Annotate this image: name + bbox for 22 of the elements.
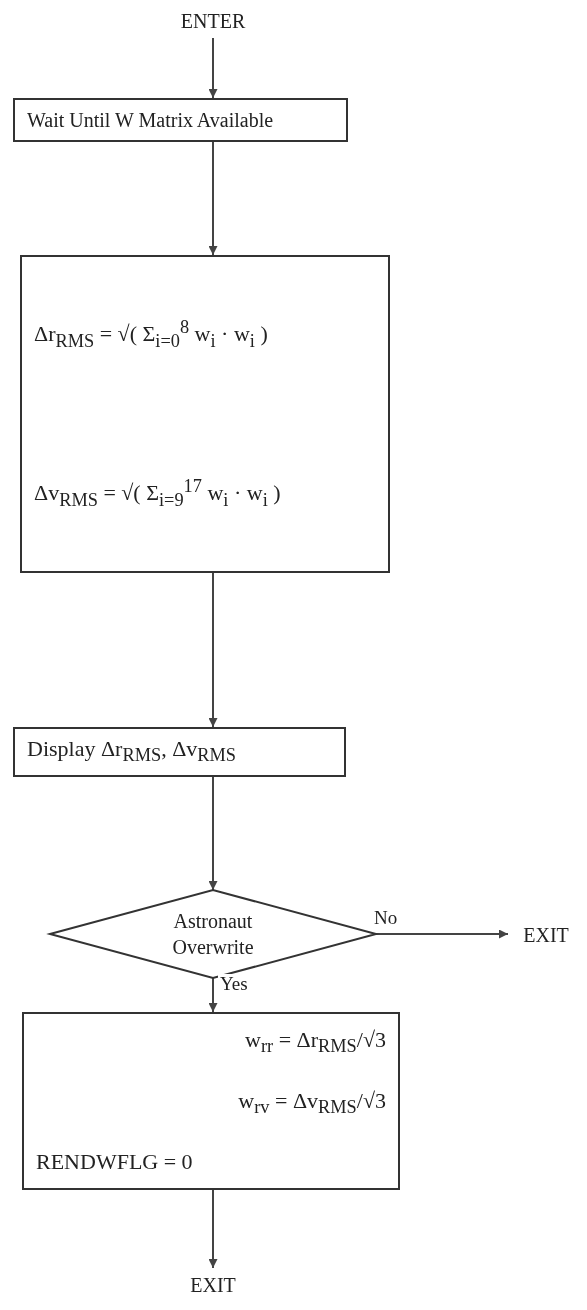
formula: RENDWFLG = 0 xyxy=(36,1147,194,1176)
formula: w$_{rr}$ = Δr$_{RMS}$/√3 xyxy=(244,1025,386,1059)
process-box xyxy=(20,255,390,573)
arrow xyxy=(208,977,218,1013)
node-text: EXIT xyxy=(190,1273,236,1298)
node-text: EXIT xyxy=(523,923,569,948)
process-box xyxy=(22,1012,400,1190)
process-box xyxy=(13,98,348,142)
arrow xyxy=(208,776,218,891)
node-text: Astronaut Overwrite xyxy=(171,909,255,960)
arrow xyxy=(375,929,509,939)
formula: Δv$_{RMS}$ = √( Σ$_{i=9}$$^{17}$ w$_{i}$ · w$_{i}$ ) xyxy=(34,474,281,512)
node-text: ENTER xyxy=(180,9,246,34)
formula: Δr$_{RMS}$ = √( Σ$_{i=0}$$^{8}$ w$_{i}$ · w$_{i}$ ) xyxy=(34,315,268,353)
arrow xyxy=(208,1189,218,1269)
node-text: Display Δr$_{RMS}$, Δv$_{RMS}$ xyxy=(27,735,236,768)
arrow xyxy=(208,37,218,99)
formula: w$_{rv}$ = Δv$_{RMS}$/√3 xyxy=(237,1086,386,1120)
process-box xyxy=(13,727,346,777)
node-text: Wait Until W Matrix Available xyxy=(27,108,274,133)
arrow xyxy=(208,572,218,728)
arrow xyxy=(208,141,218,256)
